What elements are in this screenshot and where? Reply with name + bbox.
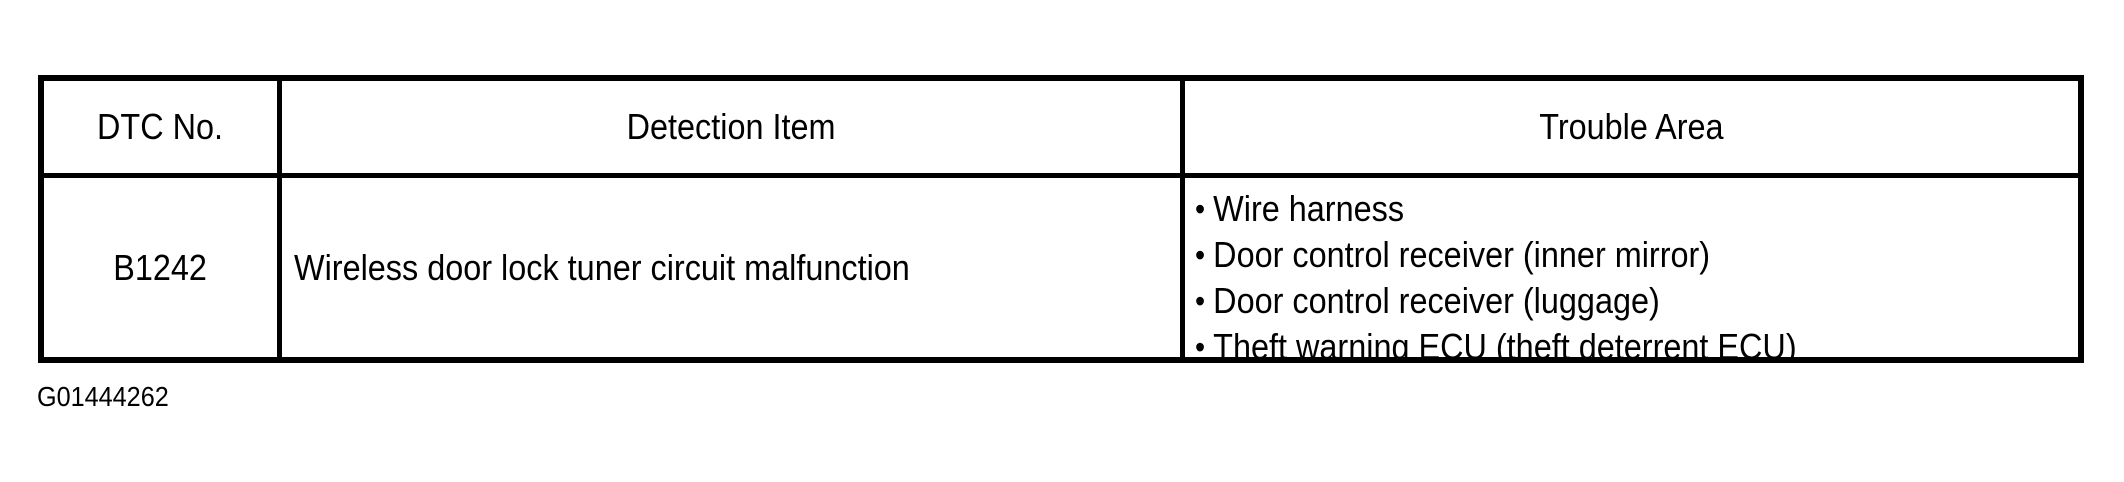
bullet-icon: •	[1195, 283, 1206, 319]
trouble-area-text: Door control receiver (inner mirror)	[1213, 234, 1711, 275]
header-detection-item-label: Detection Item	[626, 106, 836, 147]
cell-detection-item: Wireless door lock tuner circuit malfunc…	[282, 178, 1185, 357]
trouble-area-item: •Door control receiver (luggage)	[1195, 278, 2078, 324]
figure-id-label: G01444262	[37, 381, 169, 412]
figure-id: G01444262	[37, 381, 183, 413]
trouble-area-item: •Theft warning ECU (theft deterrent ECU)	[1195, 324, 2078, 357]
dtc-table: DTC No. Detection Item Trouble Area B124…	[38, 75, 2084, 363]
cell-dtc-no: B1242	[44, 178, 282, 357]
detection-item-value: Wireless door lock tuner circuit malfunc…	[294, 246, 910, 288]
header-trouble-area: Trouble Area	[1185, 81, 2078, 178]
trouble-area-text: Door control receiver (luggage)	[1213, 280, 1660, 321]
header-dtc-no: DTC No.	[44, 81, 282, 178]
trouble-area-item: •Wire harness	[1195, 186, 2078, 232]
cell-trouble-area: •Wire harness •Door control receiver (in…	[1185, 178, 2078, 357]
trouble-area-item: •Door control receiver (inner mirror)	[1195, 232, 2078, 278]
header-detection-item: Detection Item	[282, 81, 1185, 178]
bullet-icon: •	[1195, 237, 1206, 273]
bullet-icon: •	[1195, 329, 1206, 357]
trouble-area-text: Wire harness	[1213, 188, 1405, 229]
header-trouble-area-label: Trouble Area	[1539, 106, 1724, 147]
header-dtc-no-label: DTC No.	[97, 106, 224, 147]
bullet-icon: •	[1195, 191, 1206, 227]
dtc-no-value: B1242	[113, 246, 208, 288]
trouble-area-text: Theft warning ECU (theft deterrent ECU)	[1213, 326, 1797, 357]
